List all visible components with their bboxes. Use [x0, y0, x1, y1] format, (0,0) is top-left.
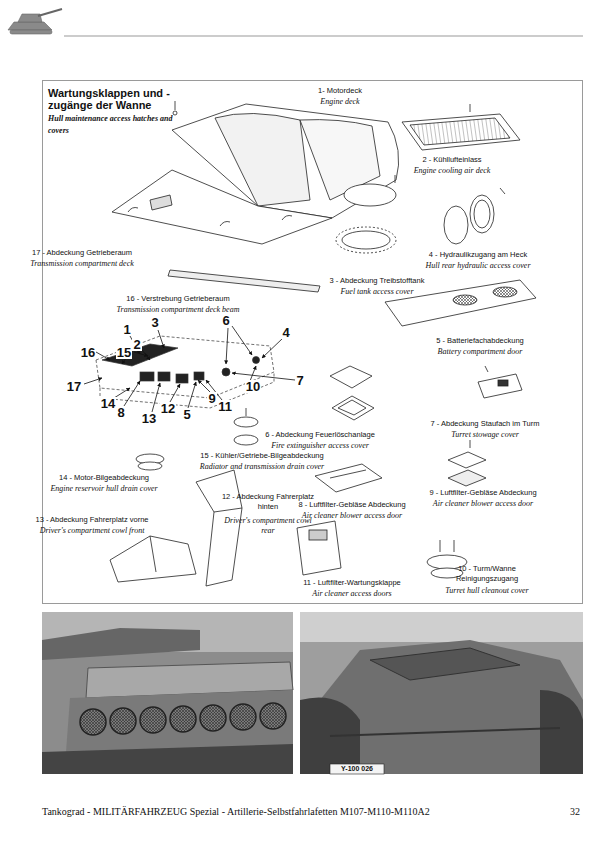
part-label-english: Engine deck: [320, 97, 359, 107]
part-label-english: Air cleaner blower access door: [433, 499, 533, 509]
part-label: 10 - Turm/Wanne Reinigungszugang: [447, 564, 527, 584]
part-label: 14 - Motor-Bilgeabdeckung: [59, 473, 149, 483]
part-label: 15 - Kühler/Getriebe-Bilgeabdeckung: [200, 451, 323, 461]
header-rule: [64, 36, 583, 37]
part-label: 13 - Abdeckung Fahrerplatz vorne: [36, 515, 149, 525]
callout-number: 5: [182, 408, 191, 421]
part-label-english: Hull rear hydraulic access cover: [425, 261, 530, 271]
panel-title: Wartungsklappen und -zugänge der Wanne: [48, 87, 178, 111]
part-label: 3 - Abdeckung Treibstofftank: [330, 276, 425, 286]
callout-number: 12: [160, 402, 176, 415]
part-label: 7 - Abdeckung Staufach im Turm: [431, 419, 540, 429]
footer-text: Tankograd - MILITÄRFAHRZEUG Spezial - Ar…: [42, 806, 430, 818]
part-label: 6 - Abdeckung Feuerlöschanlage: [265, 430, 375, 440]
part-label-english: Engine cooling air deck: [414, 166, 491, 176]
part-label-english: Fuel tank access cover: [340, 287, 413, 297]
part-label: 2 - Kühllufteinlass: [422, 155, 481, 165]
part-label-english: Driver's compartment cowl front: [40, 526, 145, 536]
callout-leaders: [84, 326, 295, 412]
photo-right: [300, 612, 583, 774]
part-label-english: Transmission compartment deck: [30, 259, 134, 269]
part-label-english: Fire extinguisher access cover: [271, 441, 369, 451]
callout-number: 2: [132, 338, 141, 351]
parts: [110, 101, 536, 586]
callout-number: 16: [80, 346, 96, 359]
part-label: 16 - Verstrebung Getrieberaum: [126, 294, 229, 304]
part-label-english: Air cleaner access doors: [312, 589, 391, 599]
header-icon: [8, 9, 62, 34]
part-label-english: Turret stowage cover: [451, 430, 519, 440]
part-label-english: Radiator and transmission drain cover: [200, 462, 324, 472]
callout-number: 9: [207, 392, 216, 405]
callout-number: 11: [217, 400, 233, 413]
panel-subtitle: Hull maintenance access hatches and cove…: [48, 113, 178, 137]
callout-number: 7: [295, 374, 304, 387]
part-label: 17 - Abdeckung Getrieberaum: [32, 248, 132, 258]
part-label: 12 - Abdeckung Fahrerplatz hinten: [218, 492, 318, 512]
page-number: 32: [570, 806, 580, 818]
part-label: 9 - Luftfilter-Gebläse Abdeckung: [429, 488, 536, 498]
part-label: 4 - Hydraulikzugang am Heck: [429, 250, 527, 260]
callout-number: 1: [122, 323, 131, 336]
part-label: 1- Motordeck: [318, 86, 362, 96]
license-plate: Y-100 026: [339, 765, 375, 773]
callout-number: 3: [150, 316, 159, 329]
callout-number: 17: [66, 380, 82, 393]
photo-left: [42, 612, 293, 774]
part-label-english: Battery compartment door: [438, 347, 523, 357]
part-label-english: Turret hull cleanout cover: [445, 586, 528, 596]
callout-number: 10: [245, 380, 261, 393]
callout-number: 14: [100, 397, 116, 410]
hull-outline: [96, 336, 274, 408]
part-label: 8 - Luftfilter-Gebläse Abdeckung: [298, 500, 405, 510]
callout-number: 8: [116, 406, 125, 419]
callout-number: 15: [116, 346, 132, 359]
part-label-english: Air cleaner blower access door: [302, 511, 402, 521]
callout-number: 6: [221, 314, 230, 327]
part-label: 5 - Batteriefachabdeckung: [436, 336, 524, 346]
part-label: 11 - Luftfilter-Wartungsklappe: [303, 578, 401, 588]
callout-number: 4: [281, 326, 290, 339]
part-label-english: Engine reservoir hull drain cover: [50, 484, 157, 494]
callout-number: 13: [141, 412, 157, 425]
part-label-english: Driver's compartment cowl rear: [220, 516, 316, 536]
